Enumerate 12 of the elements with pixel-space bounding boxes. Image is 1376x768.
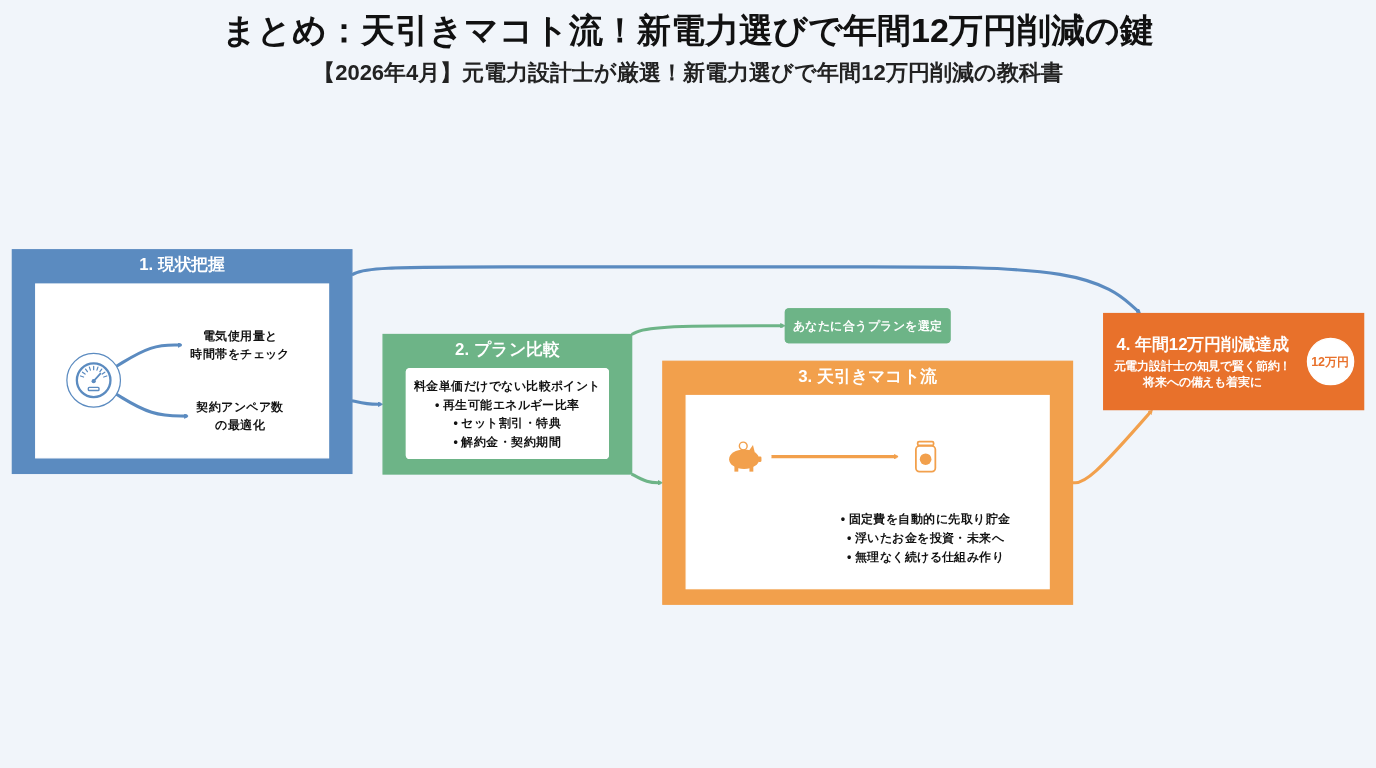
node-text: 電気使用量と時間帯をチェック	[190, 328, 290, 361]
arrow	[1072, 409, 1153, 485]
node-text: • 固定費を自動的に先取り貯金 • 浮いたお金を投資・未来へ • 無理なく続ける仕組み作り	[840, 512, 1011, 564]
node-picture	[66, 352, 122, 408]
subtitle-text: 【2026年4月】元電力設計士が厳選！新電力選びで年間12万円削減の教科書	[312, 59, 1064, 87]
arrow	[630, 323, 786, 336]
node-circle: 12万円	[1306, 337, 1355, 386]
arrow	[351, 399, 384, 407]
cluster	[685, 394, 1050, 590]
arrow	[351, 265, 1141, 314]
diagram-title: まとめ：天引きマコト流！新電力選びで年間12万円削減の鍵	[222, 10, 1154, 51]
node-text: 契約アンペア数の最適化	[196, 399, 284, 432]
